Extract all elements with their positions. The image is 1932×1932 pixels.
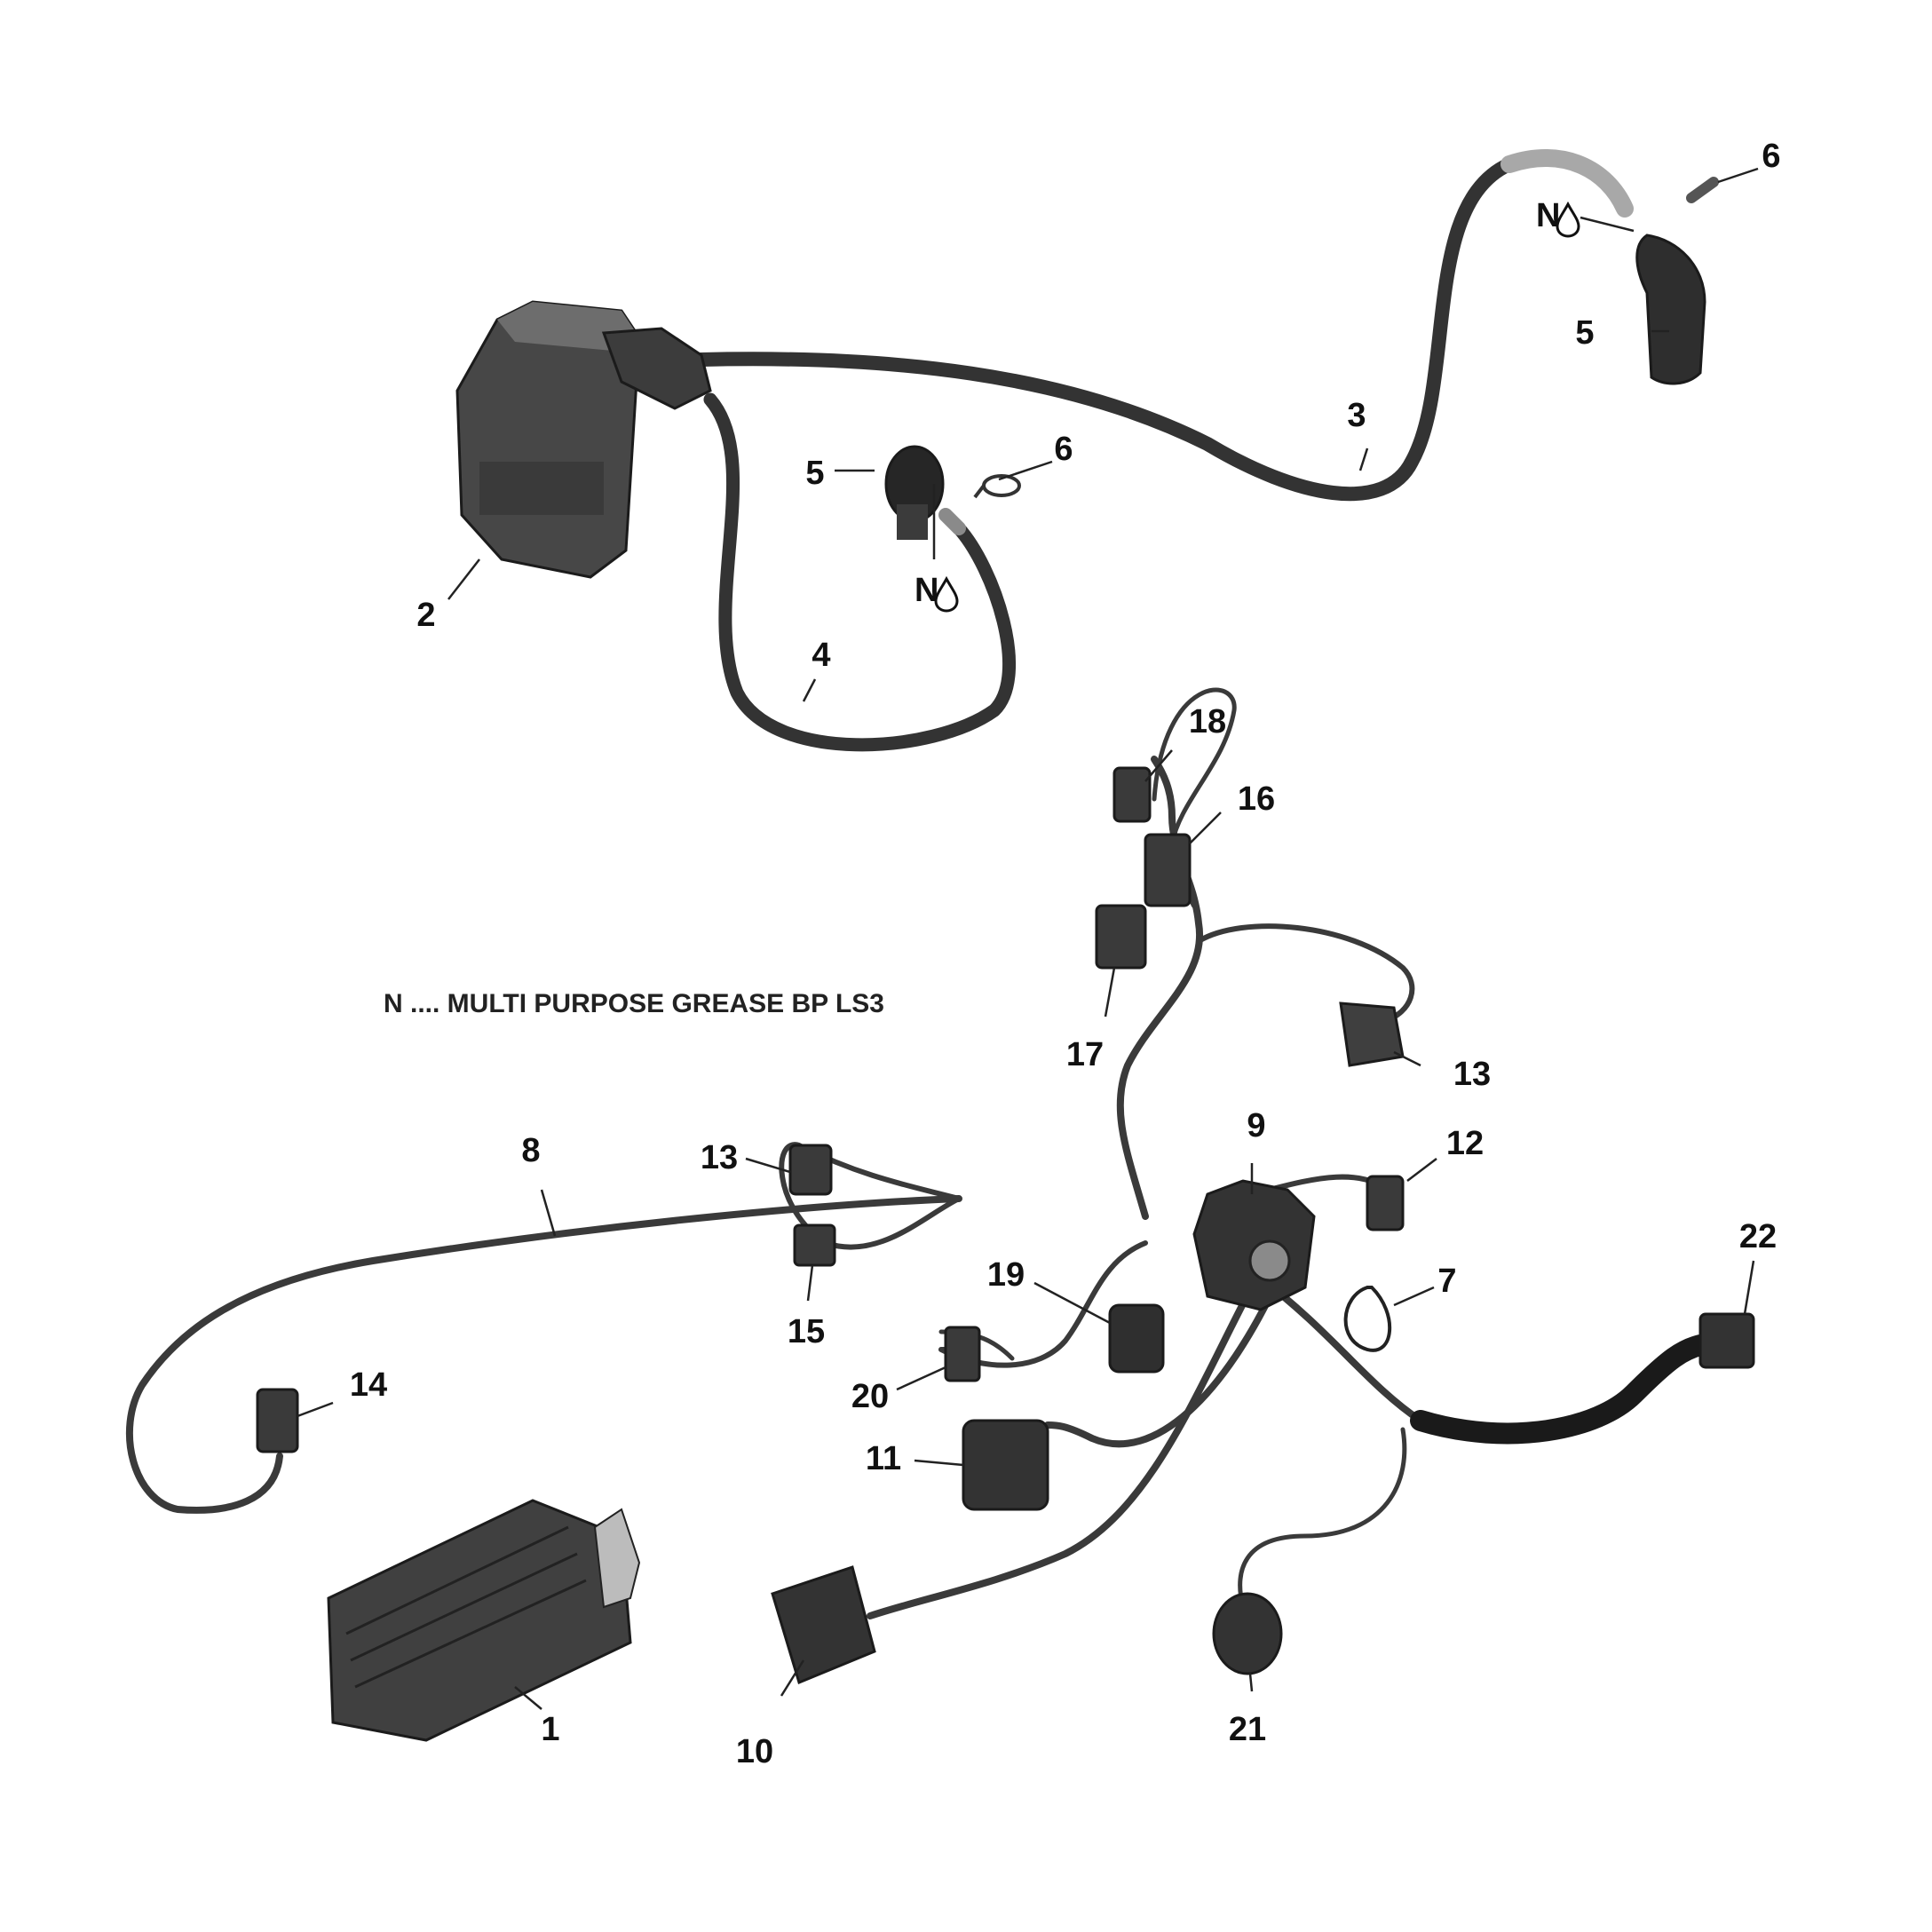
callout-3: 3: [1347, 397, 1366, 434]
retaining-spring-middle: [973, 474, 1021, 499]
callout-6-right: 6: [1762, 138, 1780, 175]
callout-9: 9: [1247, 1107, 1265, 1144]
harness-branch-11: [1044, 1275, 1282, 1448]
callout-12: 12: [1446, 1125, 1484, 1162]
voltage-regulator: [327, 1499, 641, 1742]
ignition-coil: [455, 300, 712, 579]
cable-3-boot-end: [1500, 149, 1634, 218]
harness-loop-13-15: [779, 1142, 962, 1250]
grease-droplet-icon: [934, 575, 959, 613]
connector-22: [1698, 1312, 1755, 1369]
callout-1: 1: [541, 1711, 559, 1748]
callout-5-right: 5: [1575, 314, 1594, 352]
callout-labels: 1 2 3 4 5 5 6 6 7 8 9 10 11 12 13 13 14 …: [350, 138, 1781, 1770]
harness-branch-10: [867, 1266, 1264, 1619]
callout-4: 4: [812, 637, 830, 674]
callout-16: 16: [1238, 780, 1275, 818]
callout-18: 18: [1189, 703, 1226, 740]
callout-14: 14: [350, 1366, 387, 1404]
callout-22: 22: [1739, 1218, 1777, 1255]
harness-branch-13-upper: [1196, 923, 1415, 1024]
cable-4-end: [938, 508, 966, 535]
connector-15: [793, 1223, 836, 1267]
callout-11: 11: [866, 1440, 901, 1477]
spark-plug-cap-middle: [884, 445, 945, 540]
components: [256, 766, 1755, 1742]
relay-box: [1192, 1179, 1316, 1311]
harness-sleeve-22: [1410, 1334, 1711, 1445]
high-tension-cable-4: [703, 392, 1017, 752]
connector-18: [1112, 766, 1152, 823]
connector-13-upper: [1339, 1002, 1405, 1067]
connector-16: [1144, 833, 1192, 907]
callout-20: 20: [851, 1378, 889, 1415]
harness-branch-8: [126, 1195, 962, 1514]
connector-12: [1366, 1175, 1405, 1231]
grease-droplet-icon: [1556, 201, 1580, 238]
callout-2: 2: [416, 597, 435, 634]
connector-11: [962, 1419, 1049, 1511]
callout-6-middle: 6: [1054, 431, 1073, 468]
ignition-coil-group: [455, 149, 1719, 752]
callout-13-upper: 13: [1453, 1056, 1491, 1093]
spark-plug-cap-right: [1635, 234, 1706, 385]
connector-13-left: [788, 1144, 833, 1196]
harness-branch-upper: [1116, 756, 1204, 1220]
connector-17: [1095, 904, 1147, 970]
connector-20: [944, 1326, 981, 1382]
high-tension-cable-3: [694, 157, 1516, 502]
connector-10: [771, 1565, 876, 1685]
harness-branch-18: [1152, 687, 1237, 846]
leader-lines: [297, 167, 1759, 1710]
callout-8: 8: [521, 1132, 540, 1169]
connector-14: [256, 1388, 299, 1453]
sensor-21: [1212, 1592, 1283, 1675]
callout-19: 19: [987, 1256, 1025, 1294]
callout-21: 21: [1229, 1711, 1266, 1748]
callout-7: 7: [1437, 1263, 1456, 1300]
callout-5-middle: 5: [805, 455, 824, 492]
callout-13-left: 13: [701, 1139, 738, 1176]
callout-15: 15: [788, 1313, 825, 1350]
grease-markers: N N: [915, 197, 1580, 613]
harness-branch-21: [1238, 1427, 1407, 1610]
cable-tie-7: [1343, 1286, 1391, 1352]
callout-10: 10: [736, 1733, 773, 1770]
grommet-19: [1108, 1303, 1165, 1374]
callout-17: 17: [1066, 1036, 1104, 1073]
retaining-spring-right: [1686, 177, 1719, 203]
grease-legend-note: N .... MULTI PURPOSE GREASE BP LS3: [384, 989, 884, 1018]
harness-trunk-22: [1257, 1275, 1424, 1424]
